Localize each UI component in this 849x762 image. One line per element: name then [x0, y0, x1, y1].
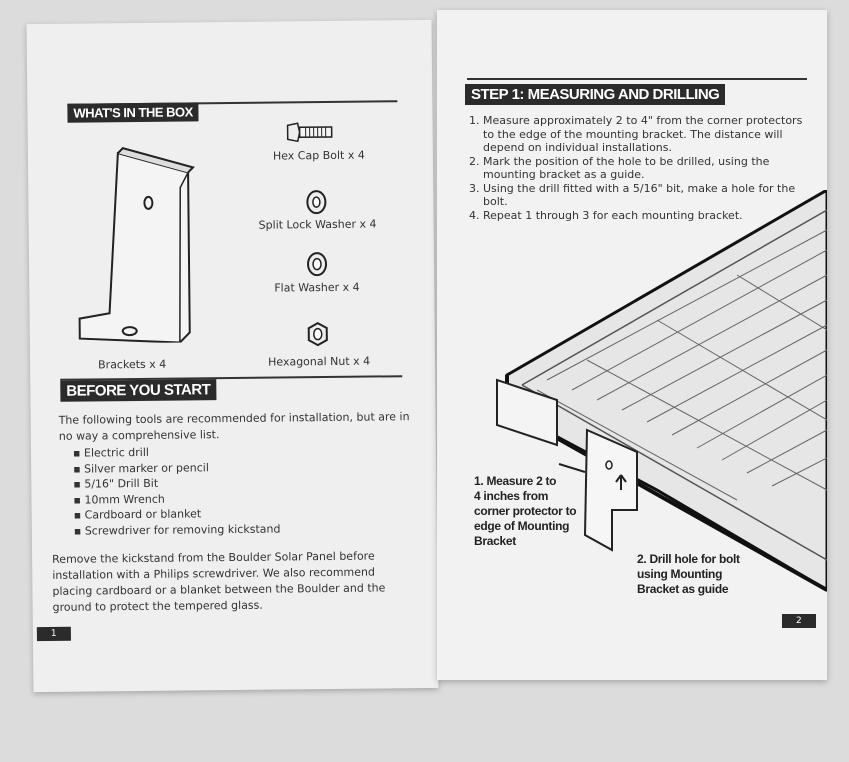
tool-item: Cardboard or blanket: [84, 507, 202, 522]
box-heading: WHAT'S IN THE BOX: [67, 102, 199, 123]
intro-line: no way a comprehensive list.: [58, 428, 220, 443]
item-label: Flat Washer x 4: [274, 280, 360, 295]
callout-line: using Mounting: [637, 567, 723, 581]
bracket-illustration: [78, 147, 195, 344]
flat-washer-icon: [307, 252, 328, 277]
tool-item: Electric drill: [83, 445, 149, 460]
page-number: 2: [782, 614, 816, 628]
item-label: Split Lock Washer x 4: [258, 217, 377, 232]
tools-list: ▪ Electric drill ▪ Silver marker or penc…: [72, 445, 281, 538]
callout-drill: 2. Drill hole for bolt using Mounting Br…: [637, 552, 740, 597]
item-label: Hex Cap Bolt x 4: [272, 148, 365, 163]
callout-line: 2. Drill hole for bolt: [637, 552, 740, 566]
callout-line: Bracket: [474, 534, 516, 548]
step-heading: STEP 1: MEASURING AND DRILLING: [465, 84, 726, 105]
callout-line: Bracket as guide: [637, 582, 729, 596]
intro-line: The following tools are recommended for …: [58, 410, 410, 427]
divider: [467, 78, 807, 80]
tool-item: Screwdriver for removing kickstand: [84, 522, 281, 538]
step-item: Repeat 1 through 3 for each mounting bra…: [483, 209, 812, 223]
callout-line: edge of Mounting: [474, 519, 570, 533]
step-item: Using the drill fitted with a 5/16" bit,…: [483, 182, 812, 209]
split-washer-icon: [306, 190, 327, 215]
note-paragraph: Remove the kickstand from the Boulder So…: [52, 548, 386, 615]
callout-measure: 1. Measure 2 to 4 inches from corner pro…: [474, 474, 577, 549]
solar-panel-illustration: [496, 190, 827, 592]
tool-item: 10mm Wrench: [84, 492, 165, 507]
item-label: Hexagonal Nut x 4: [267, 354, 371, 369]
tool-item: 5/16" Drill Bit: [84, 476, 159, 491]
bolt-icon: [286, 122, 333, 143]
callout-line: 4 inches from: [474, 489, 549, 503]
step-item: Measure approximately 2 to 4" from the c…: [483, 114, 812, 155]
right-page: STEP 1: MEASURING AND DRILLING Measure a…: [437, 10, 827, 680]
note-line: ground to protect the tempered glass.: [52, 598, 263, 614]
steps-list: Measure approximately 2 to 4" from the c…: [467, 114, 812, 222]
page-number: 1: [36, 626, 71, 642]
hex-nut-icon: [307, 321, 328, 347]
brackets-label: Brackets x 4: [98, 357, 167, 372]
before-heading: BEFORE YOU START: [60, 379, 217, 402]
tool-item: Silver marker or pencil: [84, 460, 209, 476]
step-item: Mark the position of the hole to be dril…: [483, 155, 812, 182]
callout-line: 1. Measure 2 to: [474, 474, 557, 488]
callout-line: corner protector to: [474, 504, 577, 518]
left-page: WHAT'S IN THE BOX Brackets x 4 Hex Cap B…: [26, 19, 439, 693]
